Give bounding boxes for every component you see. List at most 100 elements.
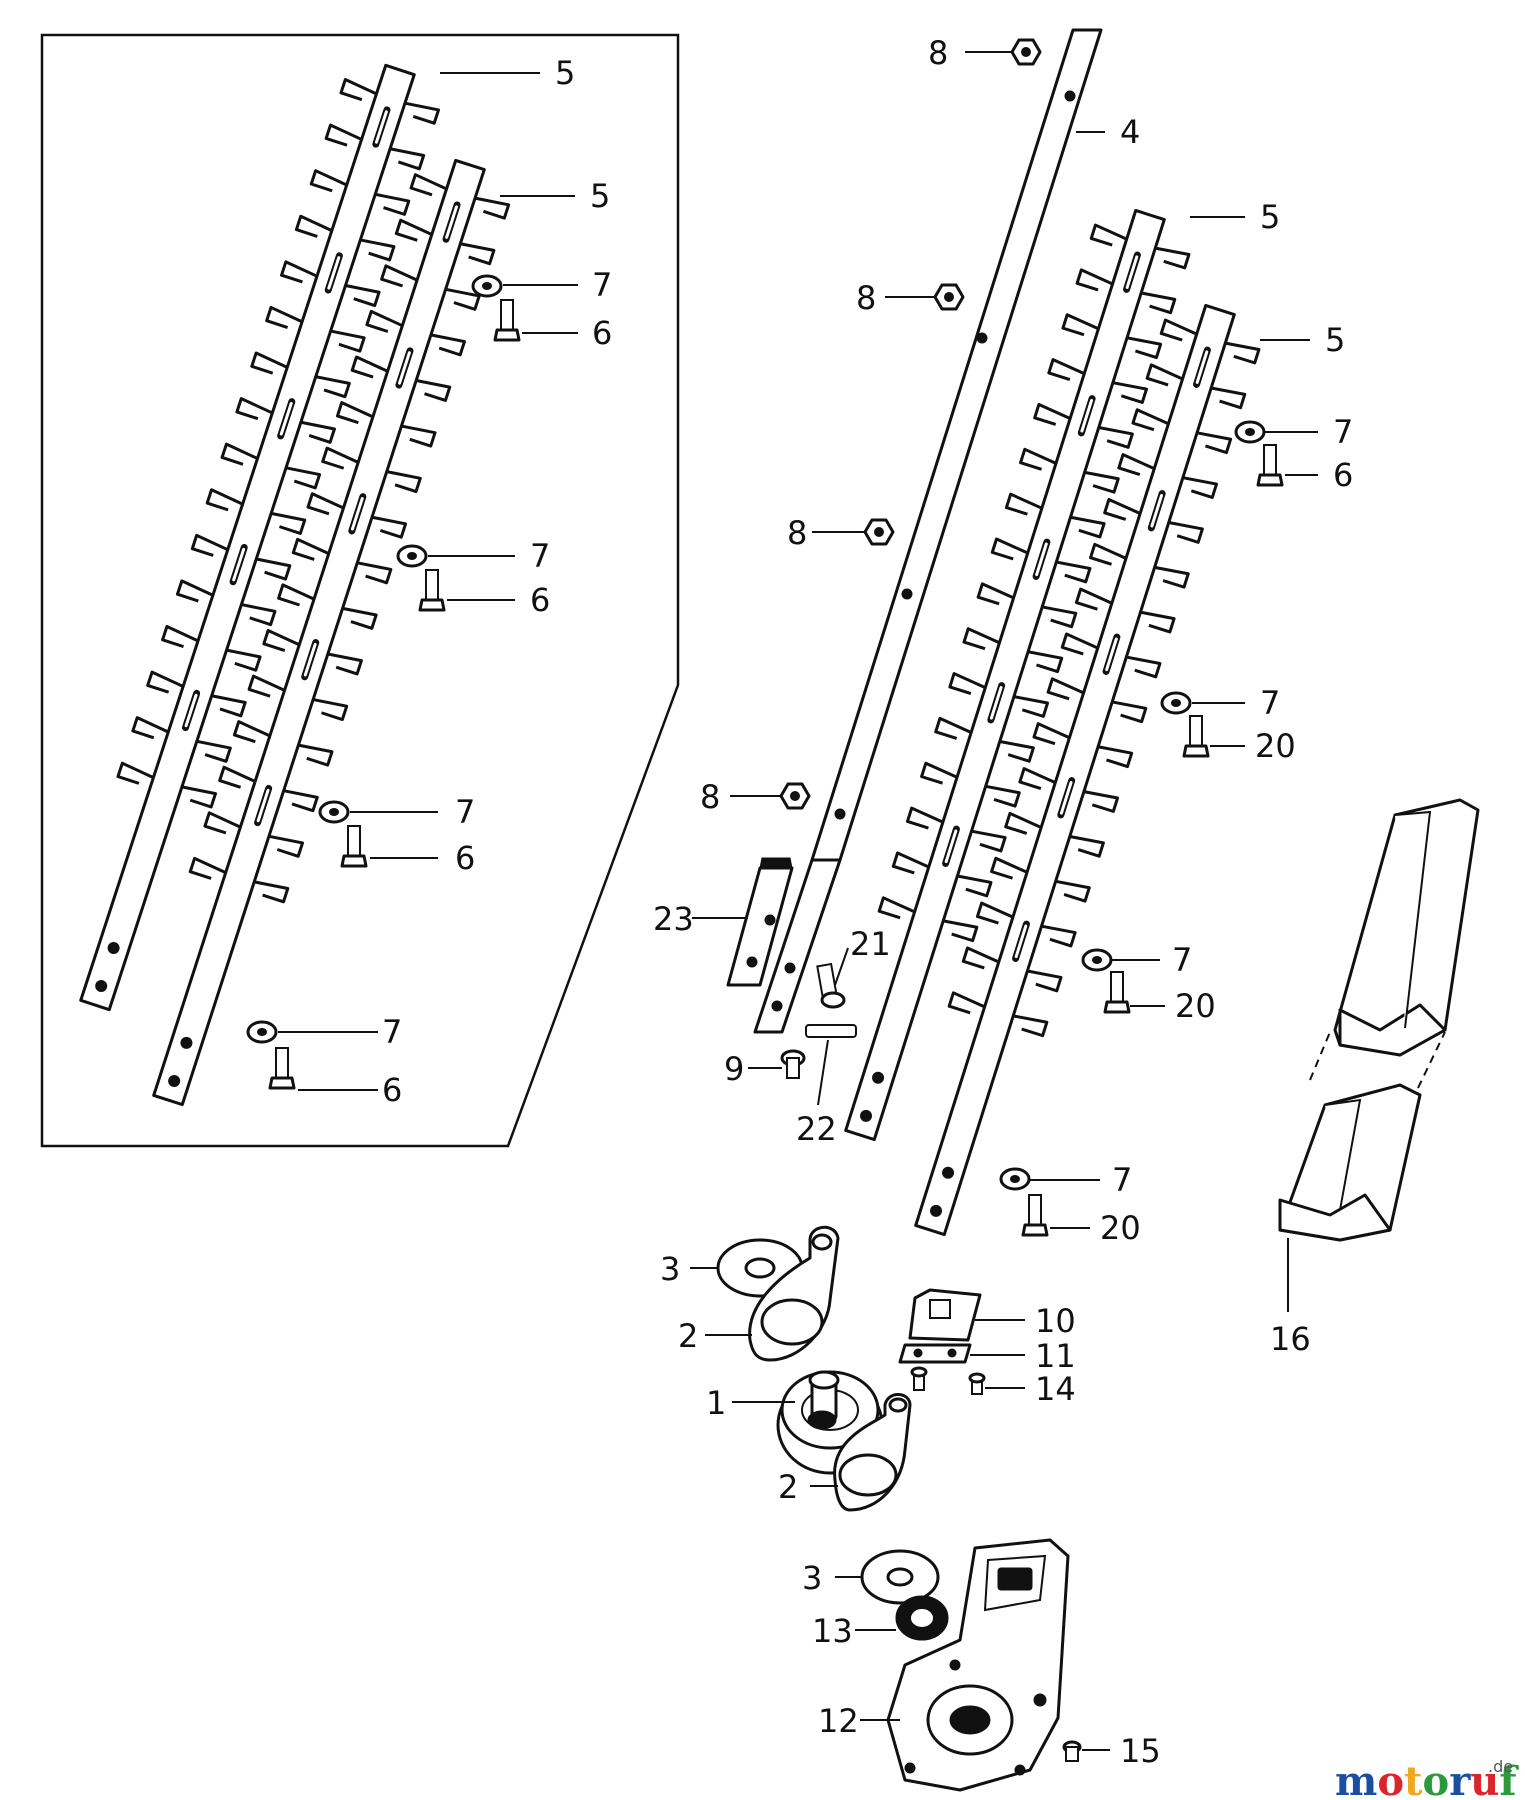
callout-6: 6: [447, 581, 550, 619]
part-number-label: 12: [818, 1702, 859, 1740]
pin-icon: [805, 1024, 857, 1038]
blade-left-a: [79, 63, 441, 1012]
callout-5: 5: [500, 177, 610, 215]
part-number-label: 3: [660, 1250, 680, 1288]
connecting-rod-icon: [748, 1225, 840, 1362]
part-number-label: 20: [1100, 1209, 1141, 1247]
part-number-label: 7: [530, 537, 550, 575]
bolt-icon: [816, 962, 846, 1009]
nut-icon: [933, 283, 965, 311]
watermark-letter: o: [1423, 1758, 1450, 1800]
part-number-label: 3: [802, 1559, 822, 1597]
gear-icon: [776, 1370, 884, 1475]
callout-23: 23: [653, 900, 748, 938]
watermark-letter: m: [1335, 1758, 1377, 1800]
callout-7: 7: [278, 1013, 402, 1051]
callout-7: 7: [1112, 941, 1192, 979]
connecting-rod-icon: [833, 1393, 912, 1512]
part-number-label: 9: [724, 1050, 744, 1088]
part-number-label: 5: [555, 54, 575, 92]
part-number-label: 7: [1333, 413, 1353, 451]
callout-5: 5: [440, 54, 575, 92]
inset-frame: [40, 33, 680, 1148]
part-number-label: 6: [382, 1071, 402, 1109]
part-number-label: 1: [706, 1384, 726, 1422]
screw-icon: [910, 1366, 986, 1395]
part-number-label: 14: [1035, 1370, 1076, 1408]
callout-8: 8: [787, 514, 865, 552]
callout-7: 7: [350, 793, 475, 831]
part-number-label: 11: [1035, 1337, 1076, 1375]
callout-5: 5: [1190, 198, 1280, 236]
leader-line: [834, 947, 849, 986]
part-number-label: 6: [455, 839, 475, 877]
callout-7: 7: [1265, 413, 1353, 451]
callout-9: 9: [724, 1050, 782, 1088]
watermark: motoruf .de: [1335, 1757, 1519, 1800]
bolt-group: [246, 274, 1284, 1237]
slider-block-icon: [908, 1288, 982, 1342]
part-number-label: 20: [1255, 727, 1296, 765]
callout-20: 20: [1050, 1209, 1141, 1247]
callout-7: 7: [1192, 684, 1280, 722]
part-number-label: 21: [850, 925, 891, 963]
svg-text:motoruf: motoruf: [1335, 1758, 1519, 1800]
blade-guide-bar: [753, 28, 1103, 1034]
blade-right-a: [844, 208, 1191, 1142]
callout-20: 20: [1130, 987, 1216, 1025]
part-number-label: 20: [1175, 987, 1216, 1025]
callout-7: 7: [428, 537, 550, 575]
part-number-label: 7: [455, 793, 475, 831]
callout-15: 15: [1082, 1732, 1161, 1770]
part-number-label: 16: [1270, 1320, 1311, 1358]
watermark-letter: f: [1499, 1758, 1519, 1800]
part-number-label: 13: [812, 1612, 853, 1650]
part-number-label: 6: [1333, 456, 1353, 494]
blade-left-b: [152, 158, 511, 1107]
callout-6: 6: [370, 839, 475, 877]
part-number-label: 23: [653, 900, 694, 938]
callout-2: 2: [778, 1468, 838, 1506]
callout-3: 3: [660, 1250, 718, 1288]
callout-group: 5576767676848882321922557672072072016321…: [278, 34, 1353, 1770]
callout-22: 22: [796, 1039, 837, 1148]
bearing-icon: [895, 1595, 949, 1641]
nut-icon: [1010, 38, 1042, 66]
callout-16: 16: [1270, 1238, 1311, 1358]
callout-6: 6: [1285, 456, 1353, 494]
callout-11: 11: [970, 1337, 1076, 1375]
leader-line: [817, 1039, 829, 1106]
callout-6: 6: [522, 314, 612, 352]
watermark-letter: t: [1404, 1758, 1423, 1800]
watermark-letter: o: [1377, 1758, 1404, 1800]
callout-3: 3: [802, 1559, 862, 1597]
part-number-label: 4: [1120, 113, 1140, 151]
callout-1: 1: [706, 1384, 795, 1422]
part-number-label: 10: [1035, 1302, 1076, 1340]
watermark-letter: r: [1449, 1758, 1471, 1800]
callout-8: 8: [928, 34, 1012, 72]
callout-5: 5: [1260, 321, 1345, 359]
blade-cover: [1278, 798, 1480, 1242]
callout-7: 7: [1030, 1161, 1132, 1199]
bracket-plate: [726, 857, 794, 987]
callout-6: 6: [298, 1071, 402, 1109]
callout-8: 8: [700, 778, 781, 816]
part-number-label: 7: [1112, 1161, 1132, 1199]
blade-right-b: [914, 303, 1261, 1237]
callout-4: 4: [1076, 113, 1140, 151]
part-number-label: 7: [382, 1013, 402, 1051]
callout-20: 20: [1210, 727, 1296, 765]
callout-14: 14: [985, 1370, 1076, 1408]
part-number-label: 15: [1120, 1732, 1161, 1770]
part-number-label: 8: [700, 778, 720, 816]
part-number-label: 8: [787, 514, 807, 552]
callout-13: 13: [812, 1612, 896, 1650]
part-number-label: 8: [856, 279, 876, 317]
nut-icon: [779, 782, 811, 810]
part-number-label: 2: [678, 1317, 698, 1355]
callout-10: 10: [975, 1302, 1076, 1340]
part-number-label: 22: [796, 1110, 837, 1148]
part-number-label: 5: [590, 177, 610, 215]
